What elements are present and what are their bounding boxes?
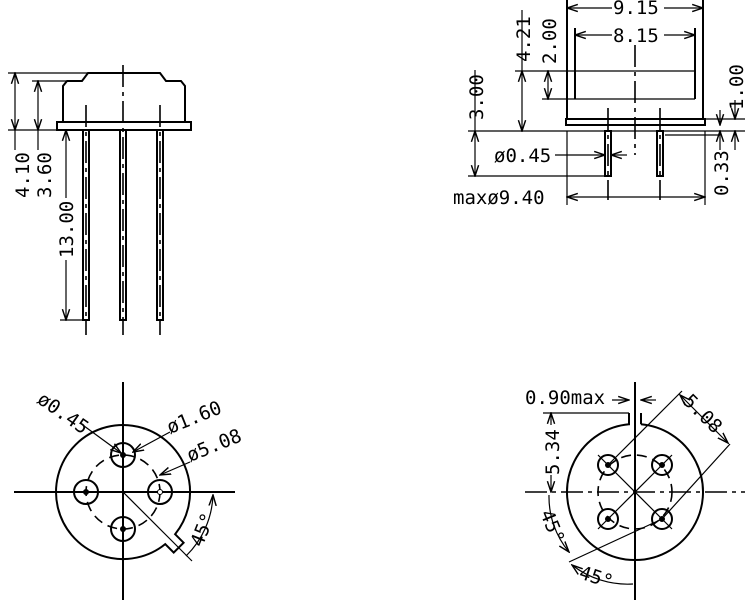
dim-lead-dia: ø0.45: [33, 388, 92, 439]
dim-outer-width: 9.15: [613, 0, 659, 19]
header-outline-with-tab: [566, 413, 704, 561]
bottom-view-left: ø0.45 ø1.60 ø5.08 45°: [14, 382, 245, 600]
dim-flange: 1.00: [726, 64, 748, 110]
dim-max-dia: maxø9.40: [453, 187, 545, 209]
dim-total-height: 4.10: [12, 152, 34, 198]
pins: [73, 442, 173, 542]
dim-tab-width: 0.90max: [525, 387, 605, 409]
dim-pin-stub: 3.00: [466, 74, 488, 120]
dim-angle-b: 45°: [576, 562, 615, 594]
dim-tab-height: 5.34: [542, 429, 564, 475]
side-view: 4.10 3.60 13.00: [8, 65, 192, 335]
dim-window-depth: 2.00: [539, 18, 561, 64]
dim-angle-a: 45°: [535, 507, 568, 547]
dim-height-4-21: 4.21: [513, 16, 535, 62]
dim-body-height: 3.60: [34, 152, 56, 198]
dim-window-width: 8.15: [613, 25, 659, 47]
dim-pin-spacing: 5.08: [678, 390, 726, 438]
dim-gap: 0.33: [711, 150, 733, 196]
dim-pitch-circle: ø5.08: [184, 425, 245, 467]
dim-tab-angle: 45°: [186, 510, 219, 550]
dim-lead-dia: ø0.45: [494, 145, 551, 167]
section-view: 9.15 8.15 4.21 2.00 3.00 1.00 0.33 ø0.45…: [453, 0, 748, 209]
dim-lead-length: 13.00: [56, 201, 78, 258]
bottom-view-right: 5.08 0.90max 5.34 45° 45°: [525, 382, 745, 600]
